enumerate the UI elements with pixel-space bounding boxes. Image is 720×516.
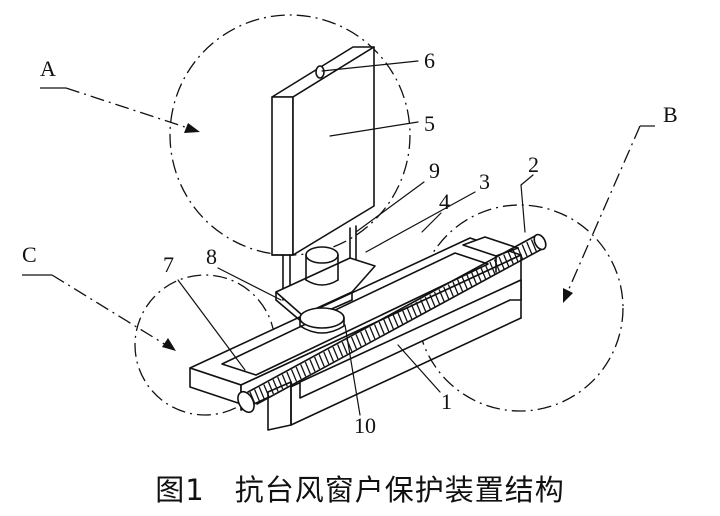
screw-thread-line	[350, 336, 358, 350]
screw-thread-line	[304, 361, 311, 375]
part-label-5: 5	[424, 111, 435, 136]
device-drawing: A B C 6 5 9 3 4 2 8 7 1 10	[22, 14, 678, 438]
screw-thread-line	[530, 239, 537, 252]
screw-thread-line	[267, 381, 275, 395]
screw-thread-line	[415, 301, 422, 315]
screw-thread-line	[263, 384, 270, 397]
screw-thread-line	[369, 326, 376, 340]
screw-thread-line	[410, 304, 418, 317]
screw-thread-line	[397, 311, 404, 325]
rotary-bracket	[275, 225, 376, 334]
lead-screw	[237, 233, 547, 414]
screw-thread-line	[286, 371, 293, 385]
screw-thread-line	[498, 256, 505, 270]
screw-thread-line	[456, 279, 464, 292]
screw-thread-line	[475, 269, 482, 282]
screw-thread-line	[290, 369, 298, 382]
base-channel	[189, 236, 522, 431]
part-label-10: 10	[354, 413, 376, 438]
screw-thread-line	[433, 291, 441, 305]
screw-thread-line	[401, 309, 408, 322]
part-label-7: 7	[163, 252, 174, 277]
screw-thread-line	[438, 289, 445, 302]
screw-thread-line	[503, 254, 510, 267]
screw-thread-line	[378, 321, 385, 335]
screw-thread-line	[383, 319, 390, 332]
screw-thread-line	[360, 331, 367, 345]
screw-thread-line	[323, 351, 330, 365]
caption-label: 图1	[155, 473, 205, 507]
part-label-8: 8	[206, 244, 217, 269]
screw-thread-line	[443, 286, 450, 300]
caption-title: 抗台风窗户保护装置结构	[234, 473, 565, 507]
screw-thread-line	[516, 246, 524, 260]
screw-thread-line	[461, 276, 468, 290]
screw-thread-line	[387, 316, 394, 330]
screw-thread-line	[512, 249, 519, 262]
hinge-pin	[315, 65, 325, 79]
view-leader-c	[22, 274, 176, 351]
screw-thread-line	[447, 284, 454, 297]
screw-thread-line	[277, 376, 284, 390]
view-leader-a	[40, 87, 200, 133]
part-label-2: 2	[528, 152, 539, 177]
screw-thread-line	[272, 379, 279, 392]
screw-thread-line	[466, 274, 473, 287]
view-label-a: A	[40, 56, 56, 81]
view-leader-b	[563, 125, 655, 303]
screw-thread-line	[484, 264, 491, 277]
screw-thread-line	[281, 374, 288, 387]
view-label-c: C	[22, 242, 37, 267]
part-label-1: 1	[441, 389, 452, 414]
screw-thread-line	[318, 354, 325, 367]
window-panel	[271, 46, 375, 256]
screw-thread-line	[337, 344, 344, 357]
screw-thread-line	[258, 386, 265, 400]
screw-thread-line	[373, 324, 381, 337]
part-leaders	[177, 60, 534, 416]
screw-thread-line	[309, 359, 316, 372]
screw-thread-line	[526, 241, 533, 255]
part-label-9: 9	[429, 158, 440, 183]
screw-thread-line	[295, 366, 302, 380]
screw-thread-line	[327, 349, 335, 362]
screw-thread-line	[420, 299, 427, 312]
screw-thread-line	[521, 244, 528, 257]
view-label-b: B	[663, 102, 678, 127]
screw-thread-line	[313, 356, 321, 370]
figure-caption: 图1 抗台风窗户保护装置结构	[0, 467, 720, 509]
screw-thread-line	[507, 251, 514, 265]
screw-thread-line	[452, 281, 459, 295]
part-label-6: 6	[424, 48, 435, 73]
screw-thread-line	[424, 296, 431, 310]
screw-thread-line	[493, 259, 501, 272]
screw-thread-line	[429, 294, 436, 307]
screw-thread-line	[332, 346, 339, 360]
screw-thread-line	[364, 329, 371, 342]
screw-thread-line	[489, 261, 496, 275]
screw-thread-line	[341, 341, 348, 355]
screw-threads	[249, 236, 542, 405]
screw-thread-line	[254, 389, 261, 402]
part-label-3: 3	[479, 169, 490, 194]
screw-thread-line	[300, 364, 307, 377]
screw-thread-line	[480, 266, 487, 280]
screw-thread-line	[355, 334, 362, 347]
screw-thread-line	[470, 271, 478, 285]
screw-thread-line	[392, 314, 399, 327]
part-label-4: 4	[439, 189, 450, 214]
screw-thread-line	[406, 306, 413, 320]
